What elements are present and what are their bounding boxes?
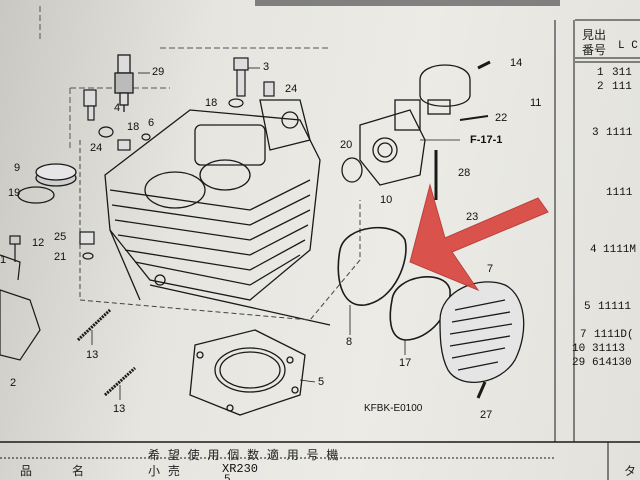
table-header-2: 番号 [582,43,607,57]
callout-22: 22 [495,112,508,124]
row-3-no: 3 [592,127,599,139]
callout-13a: 13 [86,349,99,361]
callout-1: 1 [0,254,7,266]
cylinder-head [104,99,331,326]
cylinder-gasket [189,329,306,416]
row-4-part: 1111 [606,187,633,199]
row-2-no: 2 [597,81,604,93]
diagram-code: KFBK-E0100 [364,403,423,414]
callout-14: 14 [510,57,523,69]
ref-label: F-17-1 [470,134,503,146]
parts-table-grid [0,19,640,480]
row-8-part: 31113 [592,343,626,355]
callout-3: 3 [263,61,270,73]
callout-10: 10 [380,194,393,206]
footer-label-mei: 名 [72,464,87,478]
row-7-no: 7 [580,329,587,341]
callout-12: 12 [32,237,45,249]
callout-18b: 18 [127,121,140,133]
callout-8: 8 [346,336,353,348]
callout-2: 2 [10,377,17,389]
callout-24: 24 [285,83,298,95]
callout-13b: 13 [113,403,126,415]
row-1-no: 1 [597,67,604,79]
red-arrow [409,183,549,292]
callout-21: 21 [54,251,67,263]
row-3-part: 1111 [606,127,633,139]
row-8-no: 10 [572,343,586,355]
valve-cover [439,281,525,399]
row-9-part: 614130 [592,357,632,369]
callout-19: 19 [8,187,21,199]
callout-9: 9 [14,162,21,174]
row-6-part: 11111 [598,301,632,313]
footer-row1: 希 望 使 用 個 数 適 用 号 機 [148,448,341,462]
row-2-part: 111 [612,81,632,93]
footer-model: XR230 [222,462,259,476]
callout-6: 6 [148,117,155,129]
callout-7: 7 [487,263,494,275]
callout-18: 18 [205,97,218,109]
footer-corner: タ [624,464,639,478]
callout-23: 23 [466,211,479,223]
footer-retail: 小 売 [148,464,182,478]
callout-5: 5 [318,376,325,388]
callout-25: 25 [54,231,67,243]
callout-17: 17 [399,357,412,369]
row-6-no: 5 [584,301,591,313]
row-9-no: 29 [572,357,586,369]
row-7-part: 1111D( [594,329,634,341]
table-header-1: 見出 [582,28,607,42]
callout-4: 4 [114,102,121,114]
callout-29: 29 [152,66,165,78]
row-5-no: 4 [590,244,597,256]
callout-24b: 24 [90,142,103,154]
spark-plug [114,54,134,112]
callout-20: 20 [340,139,353,151]
top-heading-strip [255,0,560,6]
callout-28: 28 [458,167,471,179]
gasket-8 [337,226,407,306]
table-header-right: L C [618,40,638,52]
callout-27: 27 [480,409,493,421]
row-5-part: 1111M [603,244,637,256]
row-1-part: 311 [612,67,632,79]
callout-11: 11 [530,97,542,109]
footer-label-hin: 品 [20,464,35,478]
footer-row3: 5 [224,474,231,480]
